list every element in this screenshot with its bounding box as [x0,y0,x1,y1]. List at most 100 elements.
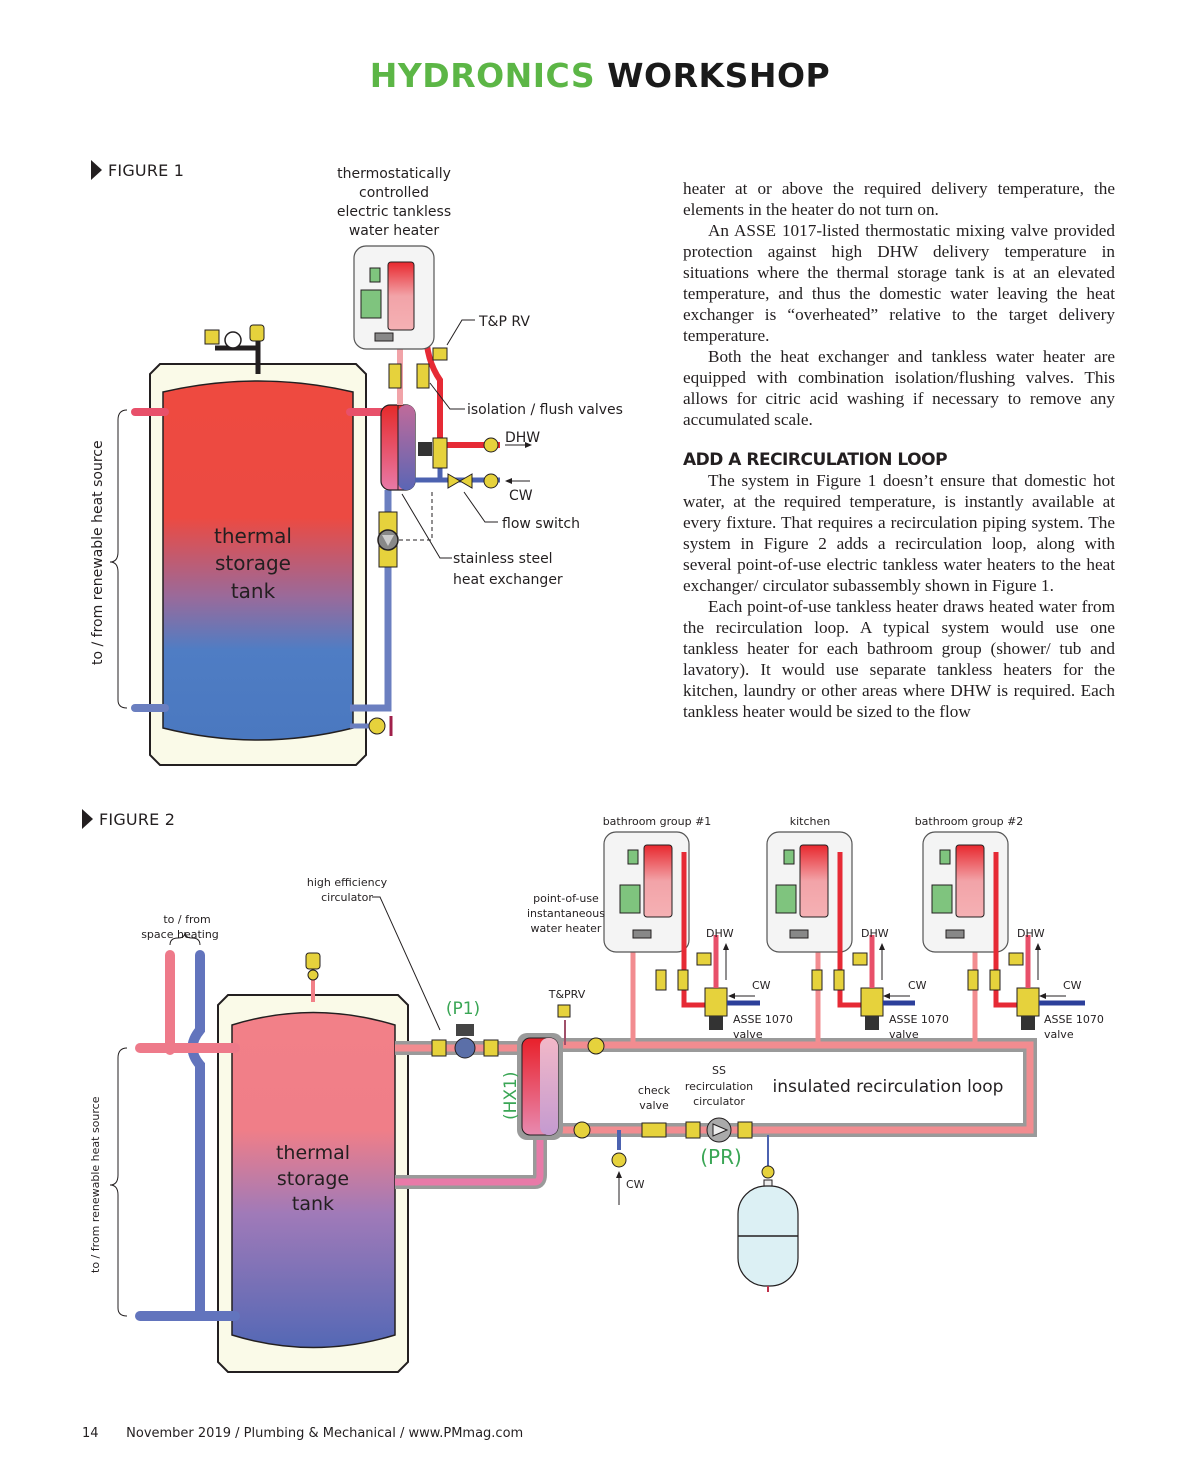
figure2-label: FIGURE 2 [82,809,175,829]
tank1-label-3: tank [231,579,276,603]
heater-label-3: electric tankless [337,204,451,220]
dhw-label-2: DHW [861,927,889,940]
cw-label-3: CW [1063,979,1082,992]
renewable-brace-2 [109,1047,128,1317]
masthead-workshop: WORKSHOP [607,56,831,95]
asse-label-2a: ASSE 1070 [889,1013,949,1026]
flow-switch-label: flow switch [502,516,580,532]
cw-label: CW [509,488,533,504]
dhw-label-1: DHW [706,927,734,940]
article-body: heater at or above the required delivery… [683,178,1115,722]
renewable-brace [109,409,128,709]
isolation-valve-icon [416,363,430,389]
figure2-title: FIGURE 2 [99,809,176,829]
figure1-title: FIGURE 1 [108,160,185,180]
heater-group-1 [603,831,760,1045]
tank2-body [231,1011,396,1349]
article-para-5: Each point-of-use tankless heater draws … [683,597,1115,721]
pou-label-1: point-of-use [533,892,599,905]
space-heating-brace [169,931,201,946]
heater-label-2: controlled [359,185,429,201]
pou-label-3: water heater [531,922,602,935]
asse-valve-icon [860,987,884,1017]
article-para-2: An ASSE 1017-listed thermostatic mixing … [683,221,1115,345]
tank2-label-1: thermal [276,1142,350,1164]
cw-label-2: CW [908,979,927,992]
renewable-label-2: to / from renewable heat source [89,1096,102,1273]
p1-label: (P1) [446,999,480,1019]
asse-label-3a: ASSE 1070 [1044,1013,1104,1026]
tank1-label-2: storage [215,551,291,575]
check-valve-icon [641,1122,667,1138]
dhw-valve-icon [483,437,499,453]
page-footer: 14 November 2019 / Plumbing & Mechanical… [82,1426,523,1441]
article-para-1: heater at or above the required delivery… [683,179,1115,219]
mixing-valve-actuator-icon [418,442,432,456]
circulator-p1-icon [454,1037,476,1059]
tprv2-icon [557,1004,571,1018]
tank1-label-1: thermal [214,524,292,548]
masthead-hydronics: HYDRONICS [369,56,596,95]
cw-fill-label: CW [626,1178,645,1191]
check-label-2: valve [639,1099,669,1112]
ss-label-3: circulator [693,1095,745,1108]
asse-label-1b: valve [733,1028,763,1041]
tprv2-label: T&PRV [548,988,586,1001]
circ-label-1: high efficiency [307,876,388,889]
air-vent-icon [249,324,265,342]
asse-valve-icon [1016,987,1040,1017]
pressure-gauge-icon [224,331,242,349]
cw-fill-valve-icon [611,1152,627,1168]
tank2-label-3: tank [292,1193,334,1215]
heater-group-2 [766,831,915,1045]
isolation-valve-icon [573,1121,591,1139]
tank2-label-2: storage [277,1168,349,1190]
triangle-marker-icon [91,160,102,180]
circ-label-2: circulator [321,891,373,904]
article-para-3: Both the heat exchanger and tankless wat… [683,347,1115,429]
hx-label-2: heat exchanger [453,572,563,588]
asse-label-3b: valve [1044,1028,1074,1041]
page-number: 14 [82,1426,99,1441]
relief-valve-icon [204,329,220,345]
mixing-valve-icon [432,437,448,469]
cw-valve-icon [483,473,499,489]
isolation-valve-icon [388,363,402,389]
heater-label-4: water heater [349,223,440,239]
group-label-3: bathroom group #2 [915,815,1024,828]
space-heating-label-2: space heating [141,928,219,941]
isolation-valve-icon [587,1037,605,1055]
loop-label: insulated recirculation loop [773,1077,1004,1097]
heater-group-3 [922,831,1085,1045]
group-label-1: bathroom group #1 [603,815,712,828]
tprv-label: T&P RV [478,314,530,330]
group-label-2: kitchen [790,815,831,828]
hx1-label: (HX1) [501,1071,521,1120]
hx-label-1: stainless steel [453,551,553,567]
pou-label-2: instantaneous [527,907,605,920]
figure1-diagram: thermostatically controlled electric tan… [90,166,623,766]
flow-switch-icon [447,473,461,489]
dhw-label: DHW [505,430,540,446]
article-para-4: The system in Figure 1 doesn’t ensure th… [683,471,1115,595]
isolation-label: isolation / flush valves [467,402,623,418]
renewable-label-1: to / from renewable heat source [90,440,106,665]
ss-label-1: SS [712,1064,726,1077]
section-heading: ADD A RECIRCULATION LOOP [683,450,948,470]
space-heating-label-1: to / from [163,913,210,926]
air-vent-icon [305,952,321,970]
footer-text: November 2019 / Plumbing & Mechanical / … [126,1426,524,1441]
dhw-label-3: DHW [1017,927,1045,940]
ss-label-2: recirculation [685,1080,753,1093]
asse-label-2b: valve [889,1028,919,1041]
figure2-diagram: high efficiency circulator to / from spa… [89,815,1104,1373]
pr-label: (PR) [700,1145,742,1169]
cw-label-1: CW [752,979,771,992]
asse-label-1a: ASSE 1070 [733,1013,793,1026]
asse-valve-icon [704,987,728,1017]
figure1-label: FIGURE 1 [91,160,184,180]
drain-valve-icon [368,717,386,735]
tprv-icon [432,347,448,361]
masthead: HYDRONICS WORKSHOP [0,56,1200,95]
triangle-marker-icon [82,809,93,829]
